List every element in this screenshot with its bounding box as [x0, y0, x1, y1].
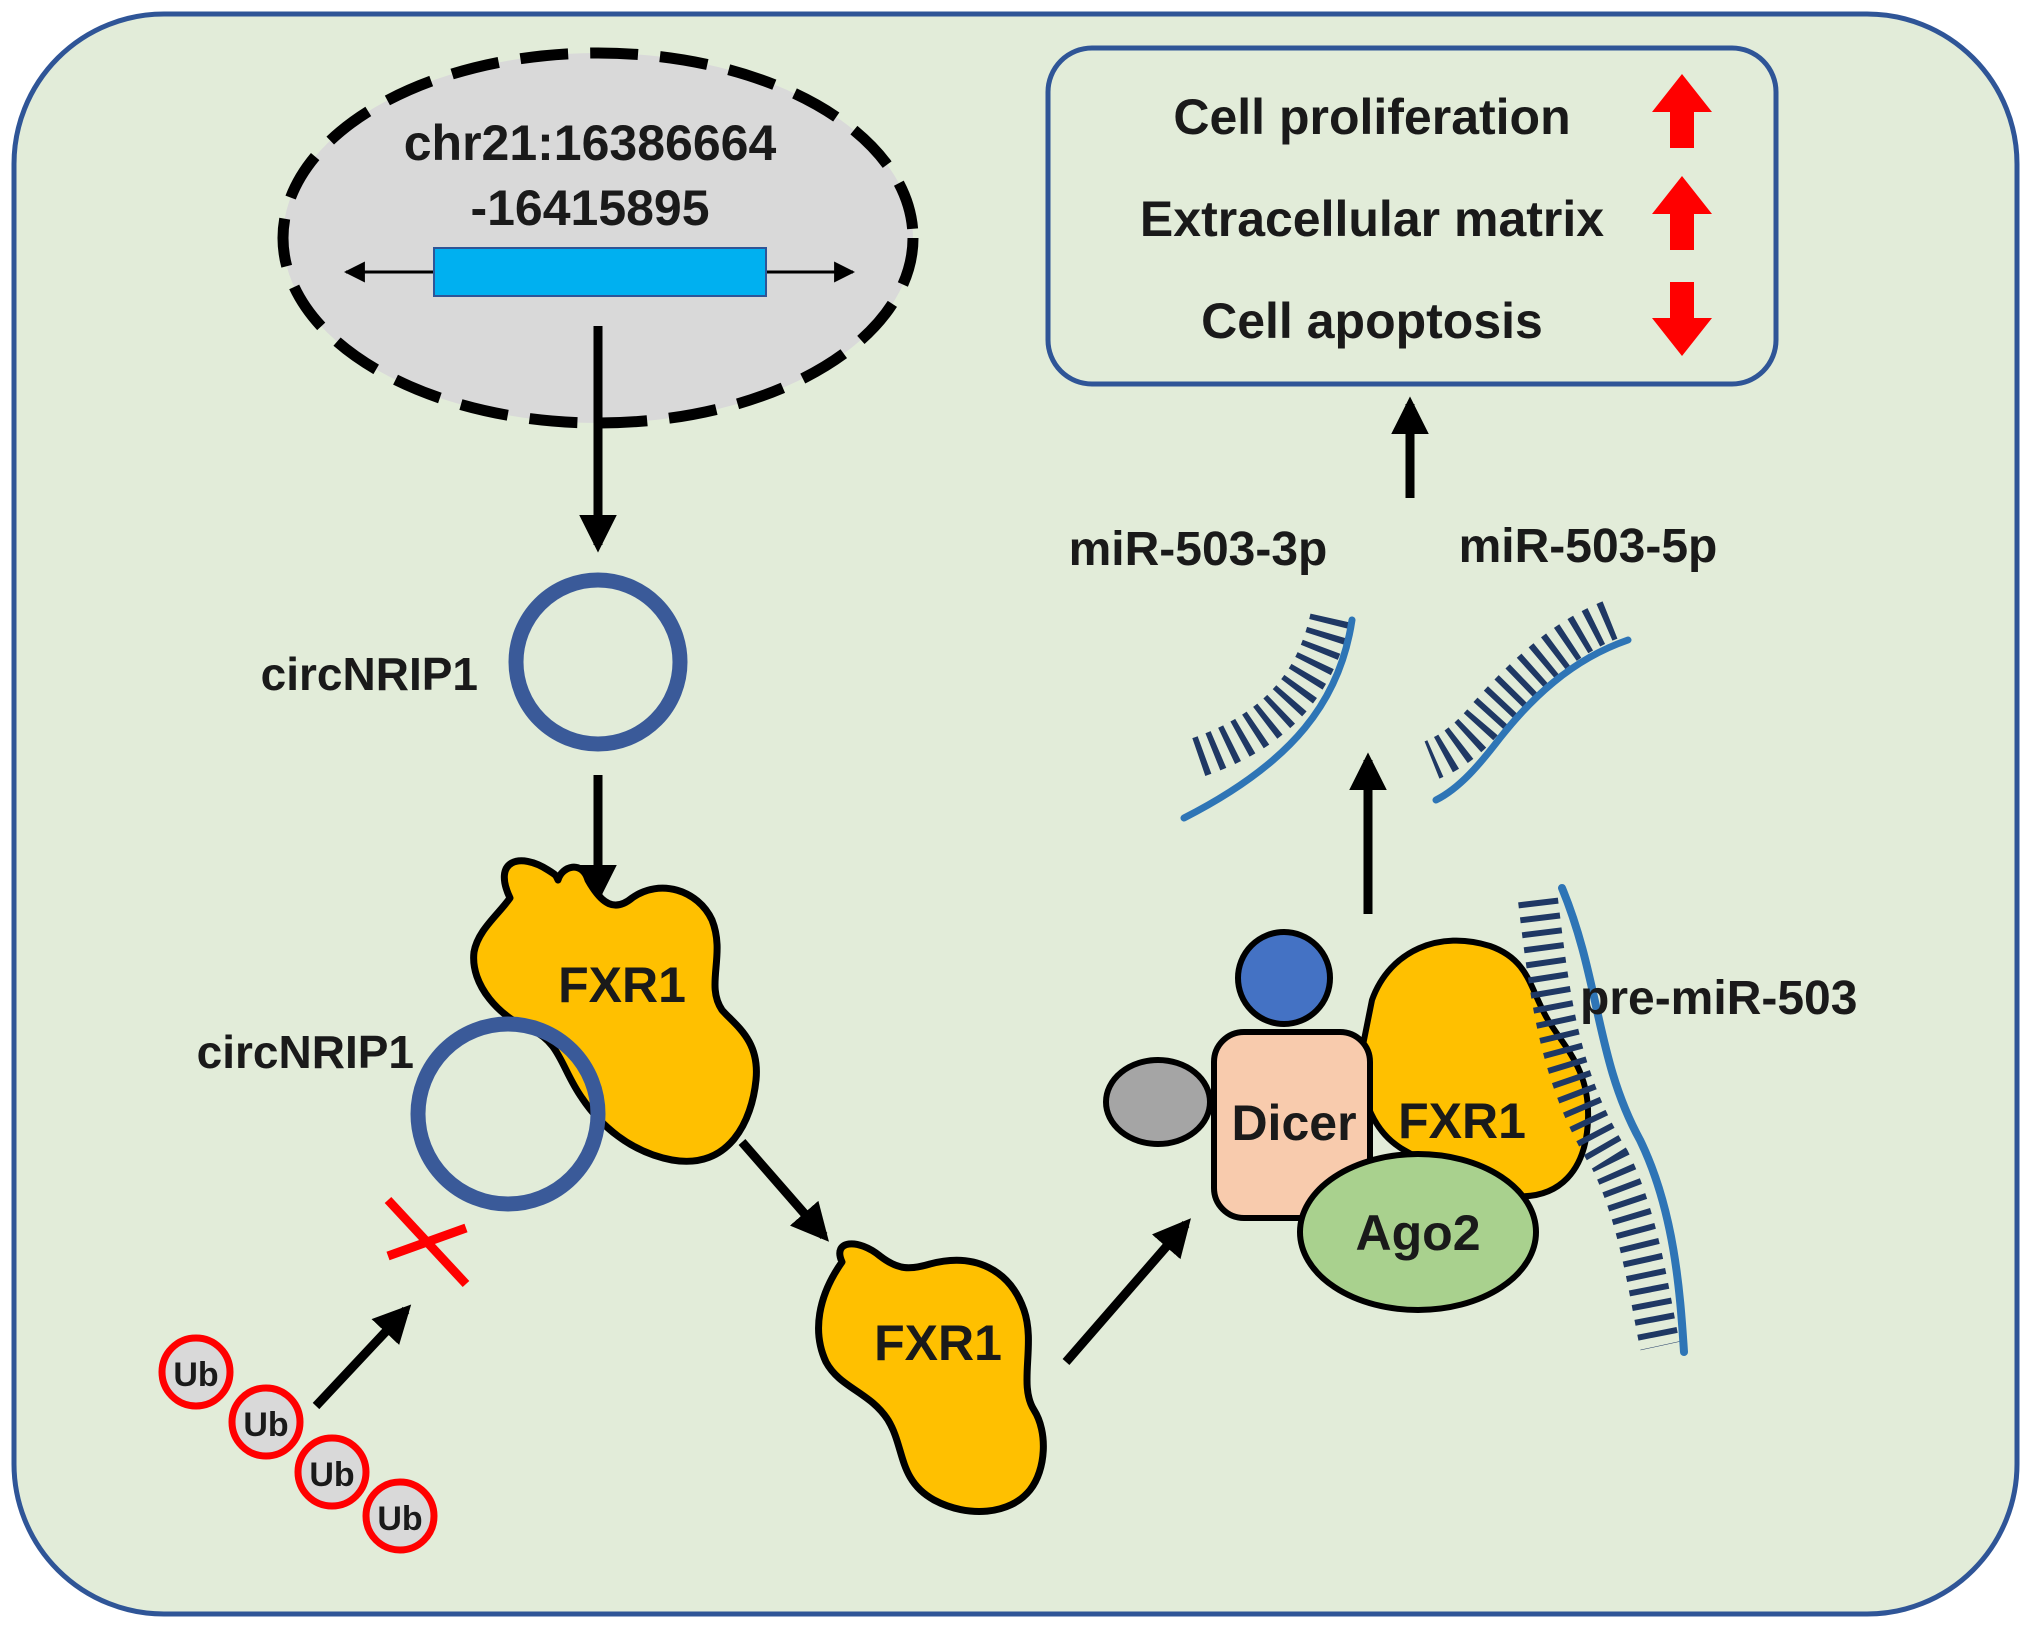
ub-bead: Ub [294, 1434, 370, 1510]
up-arrow-icon [1652, 74, 1712, 148]
arrow-ub-to-inhibition [312, 1304, 412, 1410]
ub-bead: Ub [158, 1334, 234, 1410]
fxr1-label-top: FXR1 [558, 957, 686, 1013]
gene-locus-ellipse [277, 47, 919, 429]
ub-label: Ub [173, 1356, 218, 1394]
ub-label: Ub [377, 1500, 422, 1538]
inhibition-x-icon [384, 1196, 470, 1288]
outcome-label: Cell proliferation [1173, 89, 1570, 145]
ub-bead: Ub [362, 1478, 438, 1554]
complex-small-blue-subunit [1235, 929, 1333, 1027]
arrow-fxr1-release [738, 1139, 829, 1242]
up-arrow-icon [1652, 176, 1712, 250]
outcome-label: Cell apoptosis [1201, 293, 1543, 349]
gene-locus-line2: -16415895 [470, 180, 709, 236]
gene-locus: chr21:16386664 -16415895 [277, 47, 919, 429]
down-arrow-icon [1652, 282, 1712, 356]
gene-locus-line1: chr21:16386664 [404, 115, 777, 171]
circnrip1-ring-top [508, 572, 688, 752]
dicer-complex: Dicer FXR1 Ago2 [1103, 929, 1592, 1313]
circnrip1-label-top: circNRIP1 [261, 648, 478, 700]
fxr1-label-complex: FXR1 [1398, 1093, 1526, 1149]
dicer-label: Dicer [1231, 1095, 1356, 1151]
ubiquitin-chain: Ub Ub Ub Ub [158, 1334, 438, 1554]
dicer-protein [1211, 1029, 1373, 1221]
ub-label: Ub [243, 1406, 288, 1444]
pre-mir-503-strand [1518, 884, 1688, 1356]
ub-bead: Ub [228, 1384, 304, 1460]
gene-exon-bar [433, 247, 767, 297]
complex-small-gray-subunit [1103, 1057, 1213, 1147]
mir-503-3p-label: miR-503-3p [1069, 523, 1328, 576]
ago2-protein [1297, 1151, 1539, 1313]
ub-label: Ub [309, 1456, 354, 1494]
arrow-fxr1-to-complex [1062, 1218, 1191, 1365]
fxr1-protein-mid [815, 1240, 1047, 1515]
mir-503-5p-strand [1424, 601, 1632, 804]
mir-503-3p-strand [1180, 613, 1356, 822]
circnrip1-label-bound: circNRIP1 [197, 1026, 414, 1078]
outcomes-box: Cell proliferation Extracellular matrix … [1045, 45, 1779, 387]
ago2-label: Ago2 [1356, 1205, 1481, 1261]
mir-503-5p-label: miR-503-5p [1459, 520, 1718, 573]
outcome-label: Extracellular matrix [1140, 191, 1604, 247]
pre-mir-503-label: pre-miR-503 [1580, 972, 1857, 1025]
circnrip1-ring-bound [410, 1016, 606, 1212]
fxr1-label-mid: FXR1 [874, 1315, 1002, 1371]
